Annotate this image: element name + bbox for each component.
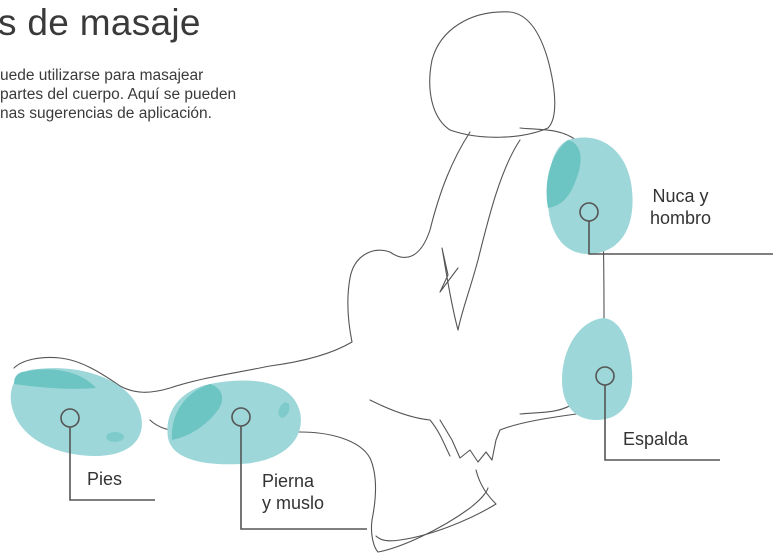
zone-feet xyxy=(10,368,142,456)
page-title: s de masaje xyxy=(0,2,201,43)
intro-text: uede utilizarse para masajear partes del… xyxy=(0,66,236,123)
zone-neck-shoulder xyxy=(546,137,633,254)
neck-leader-line xyxy=(588,221,773,255)
intro-line-2: partes del cuerpo. Aquí se pueden xyxy=(0,86,237,103)
label-neck-line-2: hombro xyxy=(650,208,712,228)
label-neck-line-1: Nuca y xyxy=(652,186,709,206)
label-neck-shoulder: Nuca y hombro xyxy=(650,185,711,229)
label-back: Espalda xyxy=(623,429,689,449)
label-feet: Pies xyxy=(87,469,123,489)
intro-line-3: nas sugerencias de aplicación. xyxy=(0,105,212,122)
zone-back xyxy=(562,318,633,420)
intro-line-1: uede utilizarse para masajear xyxy=(0,67,204,84)
label-leg-line-2: y muslo xyxy=(262,493,325,513)
zone-leg xyxy=(167,380,301,465)
leg-leader-line xyxy=(240,426,367,530)
feet-leader-line xyxy=(69,427,155,501)
back-leader-line xyxy=(604,385,720,461)
leader-lines xyxy=(69,221,773,530)
label-leg-line-1: Pierna xyxy=(262,471,315,491)
label-leg: Pierna y muslo xyxy=(262,470,324,514)
